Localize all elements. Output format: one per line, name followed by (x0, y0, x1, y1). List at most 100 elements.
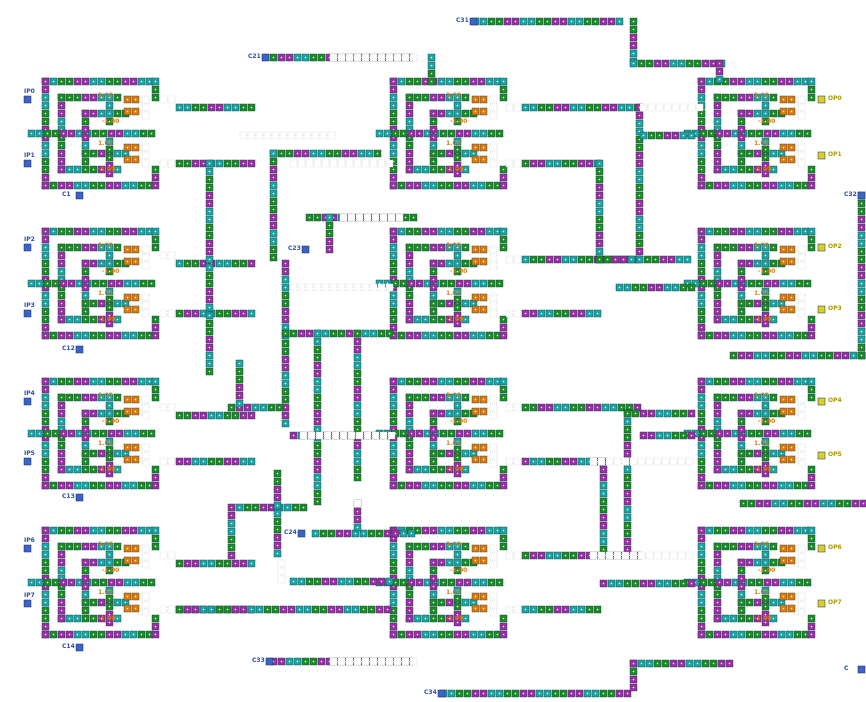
cell-dot (402, 581, 405, 584)
empty-cell (159, 251, 168, 260)
cell-dot (496, 484, 499, 487)
cell-dot (740, 160, 743, 163)
cell-dot (44, 569, 47, 572)
cell-dot (410, 132, 413, 135)
cell-dot (810, 380, 813, 383)
cell-dot (392, 444, 395, 447)
cell-dot (844, 354, 847, 357)
empty-cell (685, 457, 694, 466)
cell-dot (480, 230, 483, 233)
cell-dot (764, 589, 767, 592)
empty-cell (645, 457, 654, 466)
cell-dot (272, 184, 275, 187)
empty-cell (141, 552, 150, 561)
cell-dot (202, 562, 205, 565)
cell-dot (118, 581, 121, 584)
cell-dot (44, 334, 47, 337)
cell-dot (464, 80, 467, 83)
cell-dot (716, 160, 719, 163)
cell-dot (412, 216, 415, 219)
cell-dot (418, 432, 421, 435)
cell-dot (532, 106, 535, 109)
cell-dot (364, 332, 367, 335)
cell-dot (102, 132, 105, 135)
cell-dot (724, 168, 727, 171)
weight-value: 1.00 (754, 290, 769, 297)
cell-dot (432, 428, 435, 431)
cell-dot (532, 460, 535, 463)
cell-dot (764, 484, 767, 487)
cell-dot (810, 176, 813, 179)
cell-dot (506, 20, 509, 23)
empty-cell (327, 131, 336, 140)
cell-dot (632, 52, 635, 55)
cell-dot (320, 152, 323, 155)
cell-dot (148, 230, 151, 233)
cell-dot (532, 554, 535, 557)
cell-dot (740, 412, 743, 415)
cell-dot (860, 346, 863, 349)
cell-dot (208, 338, 211, 341)
cell-dot (84, 278, 87, 281)
cell-dot (638, 202, 641, 205)
cell-dot (92, 412, 95, 415)
cell-dot (464, 484, 467, 487)
cell-dot (548, 106, 551, 109)
empty-cell (337, 159, 346, 168)
cell-dot (60, 80, 63, 83)
cell-dot (124, 184, 127, 187)
cell-dot (764, 354, 767, 357)
cell-dot (814, 502, 817, 505)
cell-dot (84, 617, 87, 620)
empty-cell (361, 657, 370, 666)
control-label: C31 (456, 17, 469, 24)
cell-dot (238, 362, 241, 365)
cell-dot (602, 532, 605, 535)
cell-dot (740, 128, 743, 131)
cell-dot (774, 502, 777, 505)
cell-dot (142, 282, 145, 285)
cell-dot (640, 662, 643, 665)
cell-dot (234, 460, 237, 463)
cell-dot (408, 246, 411, 249)
cell-dot (154, 88, 157, 91)
cell-dot (408, 294, 411, 297)
cell-dot (70, 432, 73, 435)
cell-dot (60, 633, 63, 636)
cell-dot (124, 452, 127, 455)
cell-dot (52, 484, 55, 487)
cell-dot (622, 258, 625, 261)
empty-cell (401, 53, 410, 62)
cell-dot (110, 282, 113, 285)
cell-dot (626, 452, 629, 455)
cell-dot (148, 334, 151, 337)
empty-cell (489, 245, 498, 254)
cell-dot (724, 396, 727, 399)
output-label: OP3 (828, 305, 842, 312)
empty-cell (345, 53, 354, 62)
control-label: C33 (252, 657, 265, 664)
cell-dot (780, 334, 783, 337)
cell-dot (284, 342, 287, 345)
cell-dot (740, 120, 743, 123)
empty-cell (141, 293, 150, 302)
empty-cell (277, 567, 286, 576)
cell-dot (424, 396, 427, 399)
cell-dot (84, 396, 87, 399)
cell-dot (732, 168, 735, 171)
cell-dot (456, 569, 459, 572)
cell-dot (502, 633, 505, 636)
cell-dot (60, 270, 63, 273)
cell-dot (700, 152, 703, 155)
cell-dot (284, 294, 287, 297)
cell-dot (788, 230, 791, 233)
cell-dot (134, 432, 137, 435)
cell-dot (408, 380, 411, 383)
cell-dot (432, 593, 435, 596)
cell-dot (230, 522, 233, 525)
cell-dot (474, 446, 477, 449)
cell-dot (796, 484, 799, 487)
cell-dot (796, 354, 799, 357)
cell-dot (154, 230, 157, 233)
empty-cell (371, 431, 380, 440)
